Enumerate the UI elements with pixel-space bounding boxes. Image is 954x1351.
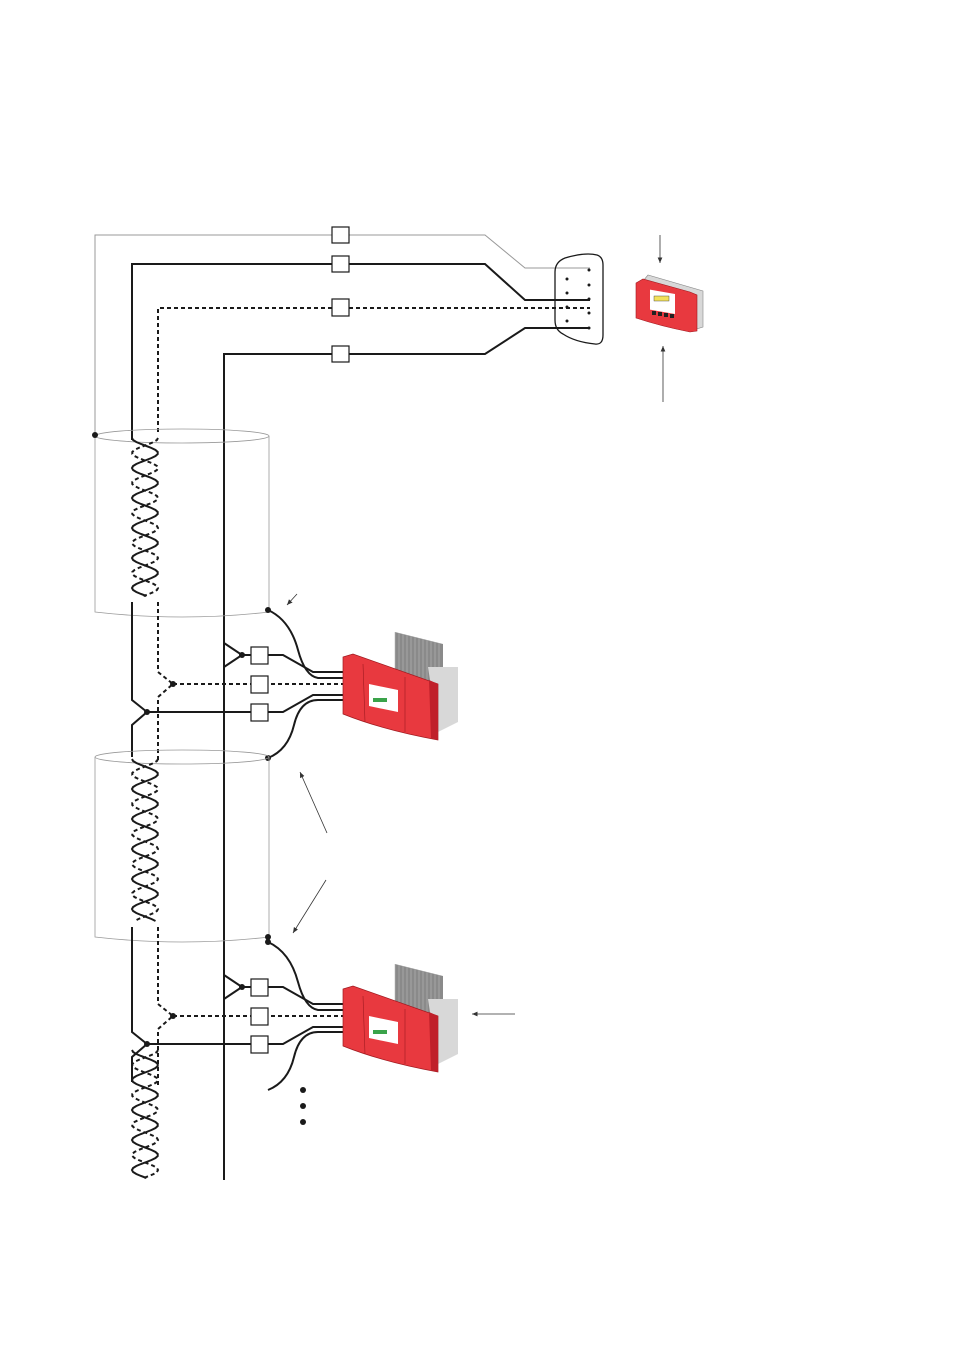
sub-d-connector	[554, 253, 604, 345]
data-line-a-branch	[131, 602, 149, 757]
twisted-wire-b	[131, 1049, 160, 1179]
shield-drop-out	[267, 699, 345, 759]
inverter-device	[342, 964, 458, 1073]
inverter-device	[342, 632, 458, 741]
data-a-drop	[147, 694, 345, 713]
terminal-box	[250, 646, 269, 665]
junction-dot	[170, 681, 176, 687]
junction-dot	[265, 934, 271, 940]
junction-dot	[144, 709, 150, 715]
twisted-wire-b	[131, 437, 160, 597]
shield-line	[94, 234, 590, 435]
terminal-box	[250, 1035, 269, 1054]
junction-dot	[92, 432, 98, 438]
shield-drop-in	[267, 609, 345, 679]
junction-dot	[265, 939, 271, 945]
terminal-box	[250, 978, 269, 997]
twisted-wire-a	[130, 758, 159, 922]
twisted-wire-b	[131, 758, 160, 922]
terminal-box	[331, 226, 350, 244]
junction-dot	[144, 1041, 150, 1047]
ground-line	[223, 327, 590, 1180]
terminal-box	[331, 298, 350, 317]
terminal-box	[250, 703, 269, 722]
twisted-wire-a	[130, 437, 159, 597]
shield-drop-in	[267, 941, 345, 1011]
bus-lines	[94, 234, 590, 1180]
junction-dot	[239, 652, 245, 658]
data-a-drop	[147, 1026, 345, 1045]
junction-dot	[170, 1013, 176, 1019]
terminal-box	[331, 255, 350, 273]
terminal-box	[250, 675, 269, 694]
cable-shield	[94, 428, 270, 618]
data-logger-device	[635, 274, 704, 333]
ellipsis-dots	[300, 1087, 306, 1125]
data-line-b-branch	[157, 602, 175, 760]
data-line-b-branch	[157, 927, 175, 1085]
terminal-boxes-top	[331, 226, 350, 363]
junction-dot	[239, 984, 245, 990]
twisted-wire-a	[130, 1049, 159, 1179]
data-line-a	[131, 263, 590, 440]
junction-dot	[265, 607, 271, 613]
terminal-box	[331, 345, 350, 363]
terminal-box	[250, 1007, 269, 1026]
data-line-b	[157, 307, 590, 432]
pointer-arrows	[286, 593, 515, 1017]
cable-shield	[94, 749, 270, 943]
shield-drop-out	[267, 1031, 345, 1091]
